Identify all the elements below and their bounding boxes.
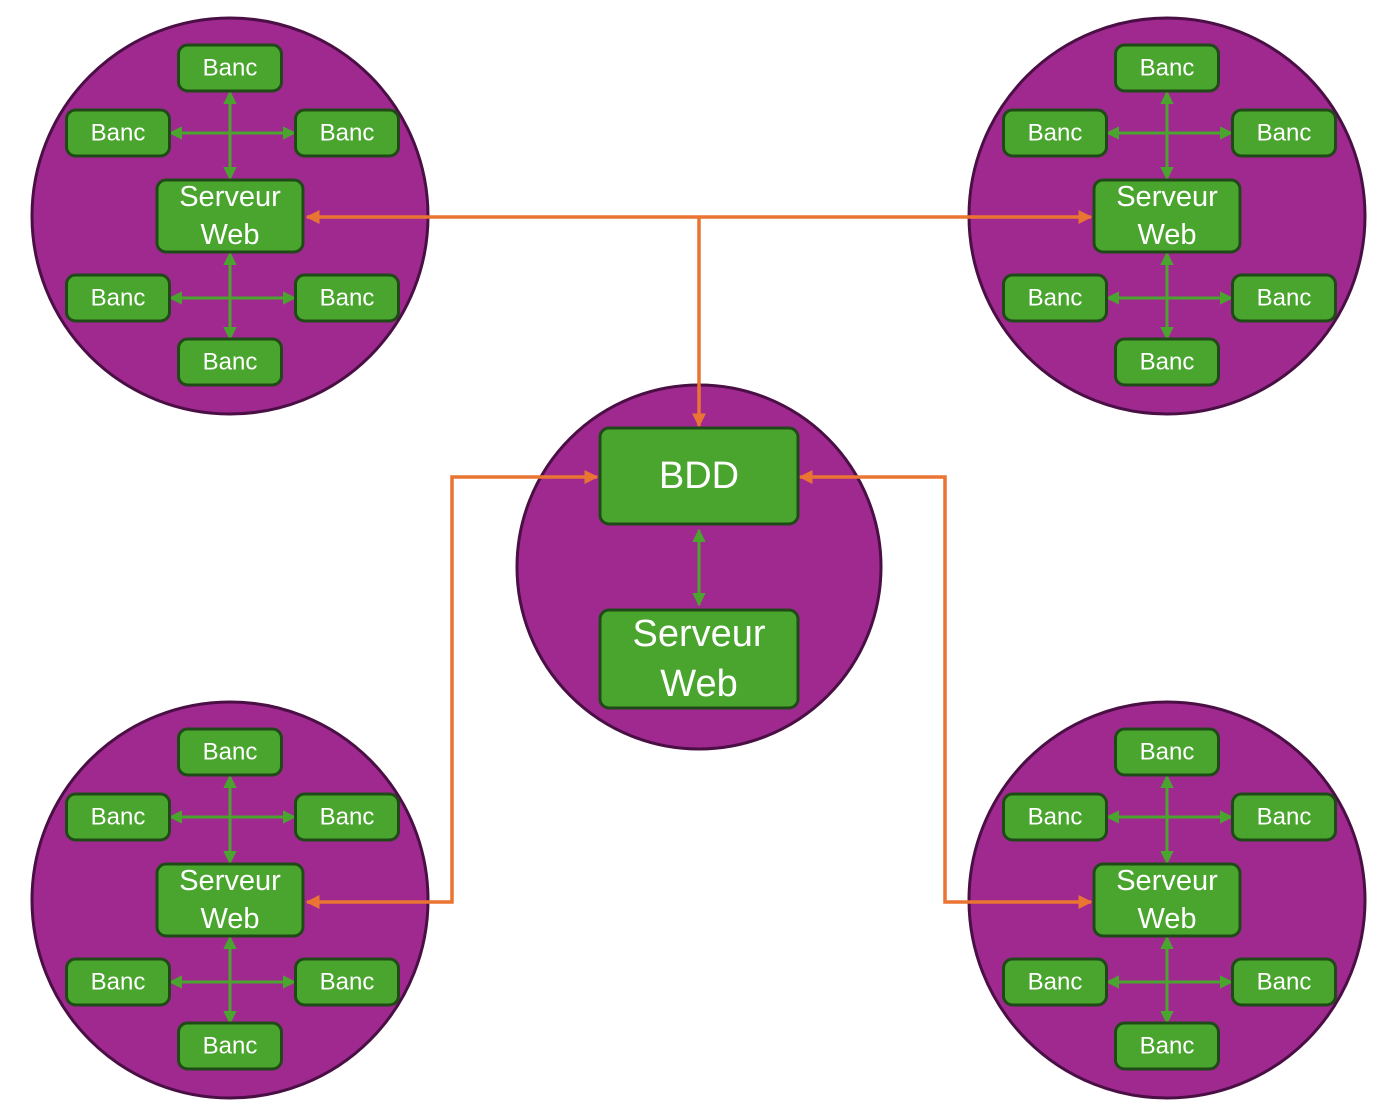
bench-bottom-right-4-label: Banc <box>1028 969 1083 996</box>
bench-top-right-6: Banc <box>1114 337 1220 387</box>
bench-top-right-2-label: Banc <box>1028 120 1083 147</box>
bench-top-left-3-label: Banc <box>320 120 375 147</box>
web-server-bottom-right-label: Serveur <box>1116 865 1218 897</box>
web-server-bottom-right-label: Web <box>1137 903 1196 935</box>
bench-bottom-right-5: Banc <box>1231 957 1337 1007</box>
bench-bottom-left-1: Banc <box>177 727 283 777</box>
web-server-top-left-label: Web <box>200 219 259 251</box>
web-server-top-right-label: Serveur <box>1116 181 1218 213</box>
bench-bottom-left-5: Banc <box>294 957 400 1007</box>
bench-top-right-1: Banc <box>1114 43 1220 93</box>
bench-top-left-2: Banc <box>65 108 171 158</box>
bench-top-right-6-label: Banc <box>1140 349 1195 376</box>
database-box-label: BDD <box>659 455 739 497</box>
bench-bottom-left-4-label: Banc <box>91 969 146 996</box>
bench-bottom-left-1-label: Banc <box>203 739 258 766</box>
database-box: BDD <box>598 426 800 526</box>
bench-top-left-1-label: Banc <box>203 55 258 82</box>
central-web-server-label: Serveur <box>632 613 765 655</box>
bench-top-left-5-label: Banc <box>320 285 375 312</box>
bench-top-right-2: Banc <box>1002 108 1108 158</box>
web-server-bottom-left-label: Serveur <box>179 865 281 897</box>
bench-bottom-right-6: Banc <box>1114 1021 1220 1071</box>
bench-bottom-right-1: Banc <box>1114 727 1220 777</box>
link-bottom-right-to-bdd <box>798 470 1093 909</box>
bench-bottom-right-6-label: Banc <box>1140 1033 1195 1060</box>
bench-bottom-right-2-label: Banc <box>1028 804 1083 831</box>
bench-bottom-left-5-label: Banc <box>320 969 375 996</box>
bench-bottom-left-3: Banc <box>294 792 400 842</box>
bench-bottom-left-2-label: Banc <box>91 804 146 831</box>
bench-top-right-1-label: Banc <box>1140 55 1195 82</box>
bench-bottom-right-3: Banc <box>1231 792 1337 842</box>
bench-top-left-4: Banc <box>65 273 171 323</box>
bench-bottom-left-2: Banc <box>65 792 171 842</box>
bench-bottom-left-6-label: Banc <box>203 1033 258 1060</box>
bench-bottom-left-3-label: Banc <box>320 804 375 831</box>
link-bottom-left-to-bdd <box>305 470 599 909</box>
bench-bottom-right-3-label: Banc <box>1257 804 1312 831</box>
bench-bottom-right-5-label: Banc <box>1257 969 1312 996</box>
bench-top-right-4: Banc <box>1002 273 1108 323</box>
web-server-top-right-label: Web <box>1137 219 1196 251</box>
bench-top-left-4-label: Banc <box>91 285 146 312</box>
bench-top-right-5: Banc <box>1231 273 1337 323</box>
bench-bottom-right-4: Banc <box>1002 957 1108 1007</box>
bench-top-right-5-label: Banc <box>1257 285 1312 312</box>
bench-top-right-4-label: Banc <box>1028 285 1083 312</box>
web-server-bottom-left-label: Web <box>200 903 259 935</box>
bench-top-left-6-label: Banc <box>203 349 258 376</box>
bench-bottom-left-6: Banc <box>177 1021 283 1071</box>
central-web-server-label: Web <box>660 663 737 705</box>
bench-bottom-right-2: Banc <box>1002 792 1108 842</box>
web-server-top-left-label: Serveur <box>179 181 281 213</box>
bench-bottom-right-1-label: Banc <box>1140 739 1195 766</box>
bench-top-right-3-label: Banc <box>1257 120 1312 147</box>
bench-bottom-left-4: Banc <box>65 957 171 1007</box>
bench-top-left-1: Banc <box>177 43 283 93</box>
bench-top-left-2-label: Banc <box>91 120 146 147</box>
bench-top-left-6: Banc <box>177 337 283 387</box>
bench-top-left-3: Banc <box>294 108 400 158</box>
bench-top-left-5: Banc <box>294 273 400 323</box>
bench-top-right-3: Banc <box>1231 108 1337 158</box>
